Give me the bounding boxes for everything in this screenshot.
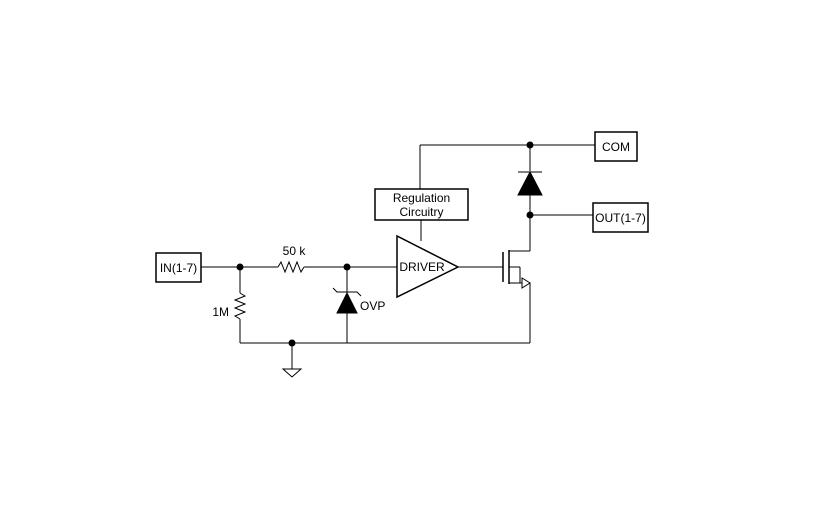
output-label: OUT(1-7) [595,211,646,225]
com-terminal: COM [594,131,638,162]
resistor-icon [277,260,305,274]
junction-dot [236,263,244,271]
buffer-amplifier-icon [396,234,460,299]
driver-label: DRIVER [399,260,445,274]
input-terminal: IN(1-7) [155,252,202,283]
ground-icon [281,368,303,378]
input-label: IN(1-7) [160,261,197,275]
ovp-label: OVP [360,299,385,313]
mosfet-icon [502,250,531,289]
resistor-50k-label: 50 k [283,244,307,258]
resistor-1m-label: 1M [212,305,229,319]
output-terminal: OUT(1-7) [592,202,649,233]
regulation-label-line2: Circuitry [400,205,444,219]
junction-dot [343,263,351,271]
regulation-circuitry-box: Regulation Circuitry [374,188,469,221]
resistor-icon [233,292,247,320]
zener-diode-icon [332,287,362,314]
junction-dot [526,211,534,219]
junction-dot [526,141,534,149]
regulation-label-line1: Regulation [393,191,450,205]
com-label: COM [602,140,630,154]
diode-icon [517,170,543,196]
junction-dot [288,339,296,347]
